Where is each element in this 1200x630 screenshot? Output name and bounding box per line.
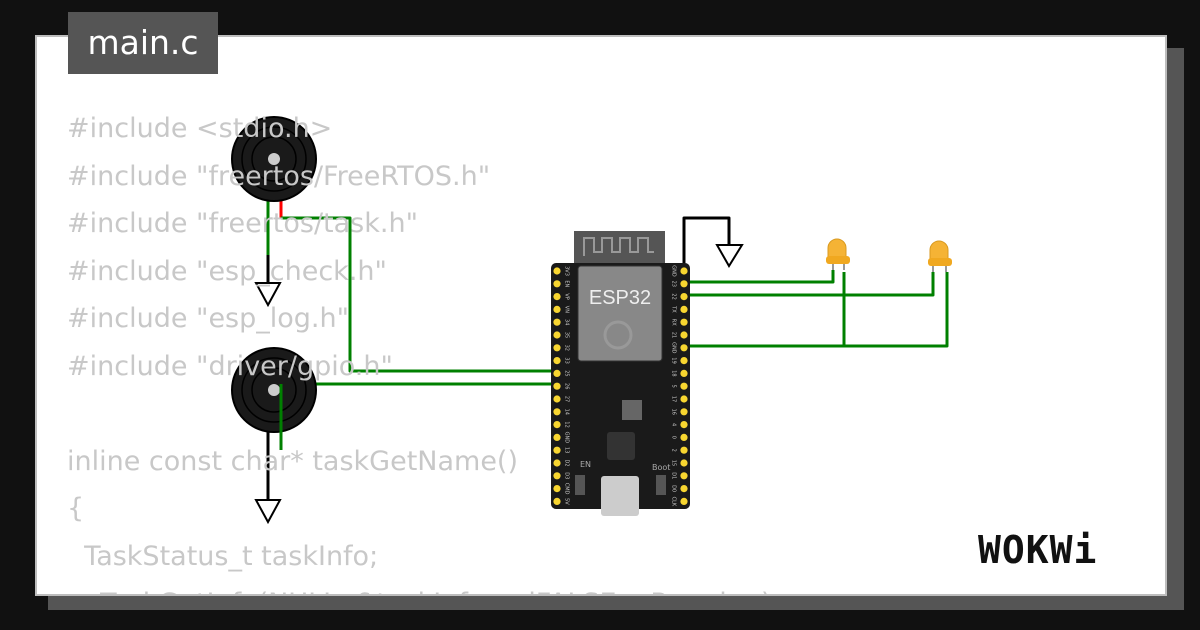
pin-label: 18 <box>671 370 677 376</box>
pin-right[interactable] <box>680 433 688 441</box>
pin-label: 27 <box>564 396 570 402</box>
pin-right[interactable] <box>680 293 688 301</box>
wire-buzzer2-to-26 <box>279 382 556 450</box>
pin-label: 16 <box>671 409 677 415</box>
pin-right[interactable] <box>680 357 688 365</box>
wire-esp-gnd <box>682 216 731 270</box>
pin-label: GND <box>671 265 677 277</box>
pin-left[interactable] <box>553 485 561 493</box>
pin-right[interactable] <box>680 267 688 275</box>
led-2[interactable] <box>928 240 952 272</box>
pin-label: 0 <box>671 436 677 439</box>
pin-right[interactable] <box>680 446 688 454</box>
pin-label: 21 <box>671 332 677 338</box>
usb-port <box>601 476 639 516</box>
pin-label: VN <box>564 306 570 313</box>
pin-label: D3 <box>564 472 570 479</box>
pin-left[interactable] <box>553 357 561 365</box>
pin-label: TX <box>671 305 677 313</box>
pin-label: GND <box>671 342 677 354</box>
pin-label: D2 <box>564 459 570 466</box>
wire-gnd-leds <box>684 272 949 348</box>
buzzer-1[interactable] <box>231 116 317 202</box>
pin-right[interactable] <box>680 421 688 429</box>
pin-label: 26 <box>564 383 570 389</box>
ground-symbol <box>254 499 282 525</box>
pin-right[interactable] <box>680 472 688 480</box>
pin-right[interactable] <box>680 408 688 416</box>
pin-left[interactable] <box>553 344 561 352</box>
wire-22-led2 <box>684 272 935 297</box>
pin-label: 19 <box>671 357 677 363</box>
pin-left[interactable] <box>553 318 561 326</box>
pin-left[interactable] <box>553 446 561 454</box>
pin-left[interactable] <box>553 267 561 275</box>
pin-left[interactable] <box>553 382 561 390</box>
ground-symbol <box>715 244 744 268</box>
pin-label: 2 <box>671 449 677 452</box>
pin-label: 14 <box>564 409 570 415</box>
pin-right[interactable] <box>680 305 688 313</box>
pin-label: 15 <box>671 460 677 466</box>
board-label: ESP32 <box>589 287 651 309</box>
pin-label: 4 <box>671 423 677 426</box>
pin-label: VP <box>564 293 570 299</box>
boot-button[interactable] <box>656 475 666 495</box>
pin-right[interactable] <box>680 280 688 288</box>
en-label: EN <box>580 460 591 469</box>
pin-label: 23 <box>671 281 677 287</box>
pin-label: EN <box>564 280 570 287</box>
file-tab[interactable]: main.c <box>68 12 218 74</box>
pin-left[interactable] <box>553 408 561 416</box>
pin-right[interactable] <box>680 331 688 339</box>
pin-label: 22 <box>671 293 677 299</box>
pin-left[interactable] <box>553 433 561 441</box>
pin-left[interactable] <box>553 395 561 403</box>
pin-right[interactable] <box>680 369 688 377</box>
pin-left[interactable] <box>553 331 561 339</box>
pin-label: 5 <box>671 385 677 388</box>
pin-label: 25 <box>564 370 570 376</box>
pin-right[interactable] <box>680 485 688 493</box>
pin-label: 35 <box>564 332 570 338</box>
pin-left[interactable] <box>553 369 561 377</box>
pin-right[interactable] <box>680 497 688 505</box>
led-1[interactable] <box>826 238 850 270</box>
en-button[interactable] <box>575 475 585 495</box>
pin-right[interactable] <box>680 318 688 326</box>
pin-right[interactable] <box>680 459 688 467</box>
pin-right[interactable] <box>680 395 688 403</box>
pin-label: 17 <box>671 396 677 402</box>
wire-buzzer1-to-25 <box>281 216 556 373</box>
ground-symbol <box>254 282 282 308</box>
pin-label: GND <box>564 432 570 444</box>
pin-left[interactable] <box>553 305 561 313</box>
boot-label: Boot <box>652 463 670 472</box>
pin-label: D0 <box>671 485 677 492</box>
pin-label: 12 <box>564 421 570 427</box>
pin-label: 33 <box>564 357 570 363</box>
pin-left[interactable] <box>553 293 561 301</box>
pin-label: CMD <box>564 483 570 495</box>
pin-left[interactable] <box>553 497 561 505</box>
buzzer-2[interactable] <box>231 347 317 450</box>
pin-label: 3V3 <box>564 266 570 276</box>
pin-label: 5V <box>564 498 570 505</box>
pin-left[interactable] <box>553 472 561 480</box>
pin-label: 34 <box>564 319 570 325</box>
pin-label: 13 <box>564 447 570 453</box>
wire-23-led1 <box>684 270 835 284</box>
pin-left[interactable] <box>553 280 561 288</box>
pin-left[interactable] <box>553 421 561 429</box>
pin-label: D1 <box>671 472 677 479</box>
pin-label: 32 <box>564 345 570 351</box>
esp32-board[interactable]: ESP32 EN Boot 3V3ENVPVN34353233252627141… <box>551 231 690 516</box>
pin-left[interactable] <box>553 459 561 467</box>
wokwi-logo: WOKWi <box>978 528 1098 572</box>
pin-label: RX <box>671 319 677 326</box>
pin-right[interactable] <box>680 344 688 352</box>
pin-label: CLK <box>671 497 677 507</box>
pin-right[interactable] <box>680 382 688 390</box>
